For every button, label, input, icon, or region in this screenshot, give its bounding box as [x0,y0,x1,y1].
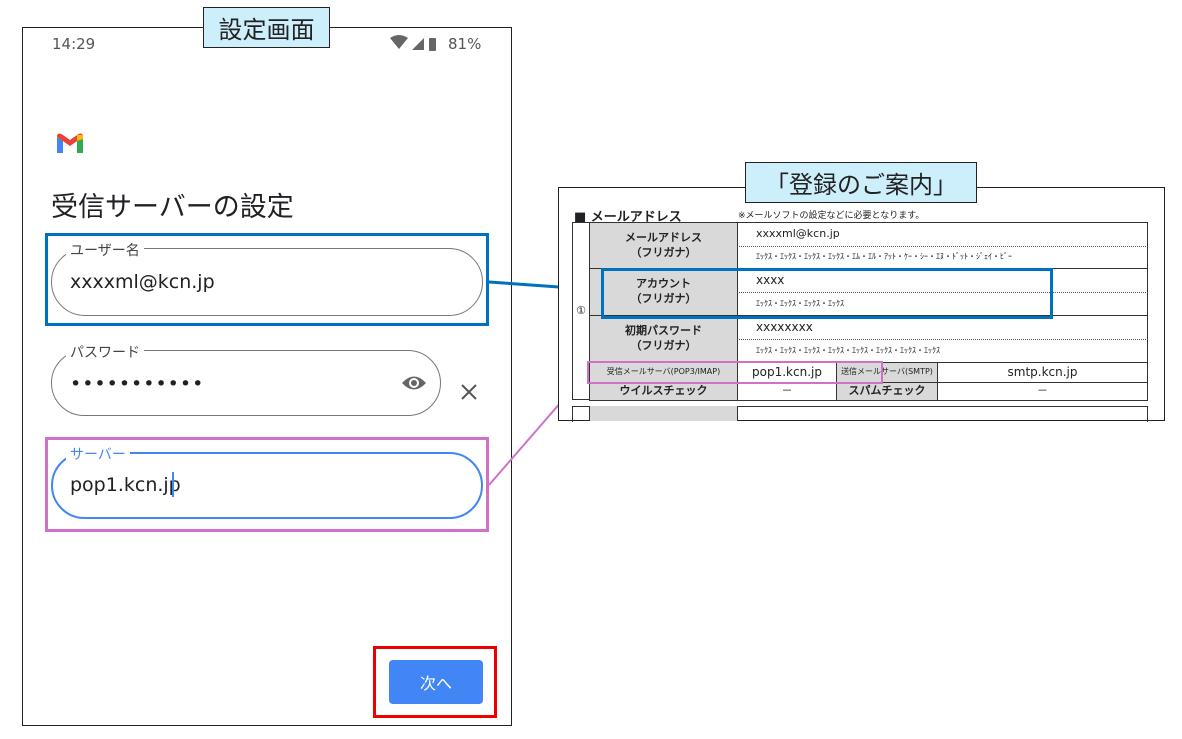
virus-check-label: ウイルスチェック [589,382,738,401]
show-password-eye-icon[interactable] [401,374,427,392]
signal-icon [412,38,424,50]
server-label: サーバー [66,444,130,464]
status-time: 14:29 [52,35,96,53]
doc-note: ※メールソフトの設定などに必要となります。 [738,211,925,221]
page-title: 受信サーバーの設定 [51,192,294,223]
email-label-cell: メールアドレス（フリガナ） [589,222,738,269]
clear-close-icon[interactable] [460,383,478,401]
red-highlight-box [373,646,497,718]
account-sub: （フリガナ） [630,292,697,305]
server-input[interactable] [51,452,483,519]
password-value: ••••••••••• [70,373,205,395]
pink-highlight-box [45,437,489,532]
settings-screen-tag: 設定画面 [203,7,330,48]
next-table-edge [572,406,1148,422]
password-input[interactable] [51,350,441,416]
virus-check-value: － [737,382,837,401]
email-furigana: ｴｯｸｽ・ｴｯｸｽ・ｴｯｸｽ・ｴｯｸｽ・ｴﾑ・ｴﾙ・ｱｯﾄ・ｹｰ・ｼｰ・ｴﾇ・ﾄ… [737,246,1148,269]
initial-password-value: xxxxxxxx [737,315,1148,339]
blue-highlight-box [45,233,489,326]
username-value: xxxxml@kcn.jp [70,271,215,293]
initial-password-label: 初期パスワード [625,324,702,338]
username-label: ユーザー名 [66,240,144,260]
outgoing-server-value: smtp.kcn.jp [937,362,1148,383]
password-label: パスワード [66,342,144,362]
initial-password-sub: （フリガナ） [630,339,697,352]
password-label-cell: 初期パスワード（フリガナ） [589,315,738,363]
wifi-signal-icons [390,35,436,51]
spam-check-label: スパムチェック [836,382,938,401]
next-button[interactable]: 次へ [389,660,483,704]
registration-guide-tag: 「登録のご案内」 [745,162,977,203]
next-table-label-cell [589,406,738,421]
battery-percent: 81% [448,35,482,53]
battery-icon [429,38,436,51]
server-value: pop1.kcn.jp [70,474,181,496]
wifi-icon [390,35,408,49]
username-input[interactable] [51,248,483,316]
email-sub: （フリガナ） [630,245,697,259]
doc-pink-highlight-box [587,361,883,384]
email-value: xxxxml@kcn.jp [737,222,1148,246]
gmail-logo-icon [57,133,83,153]
doc-heading: ■ メールアドレス [574,210,682,225]
initial-password-furigana: ｴｯｸｽ・ｴｯｸｽ・ｴｯｸｽ・ｴｯｸｽ・ｴｯｸｽ・ｴｯｸｽ・ｴｯｸｽ・ｴｯｸｽ [737,339,1148,363]
spam-check-value: － [937,382,1148,401]
doc-blue-highlight-box [601,268,1053,319]
index-number: ① [576,303,586,317]
account-label: アカウント [636,277,691,291]
text-cursor [172,472,174,497]
email-label: メールアドレス [625,230,702,244]
